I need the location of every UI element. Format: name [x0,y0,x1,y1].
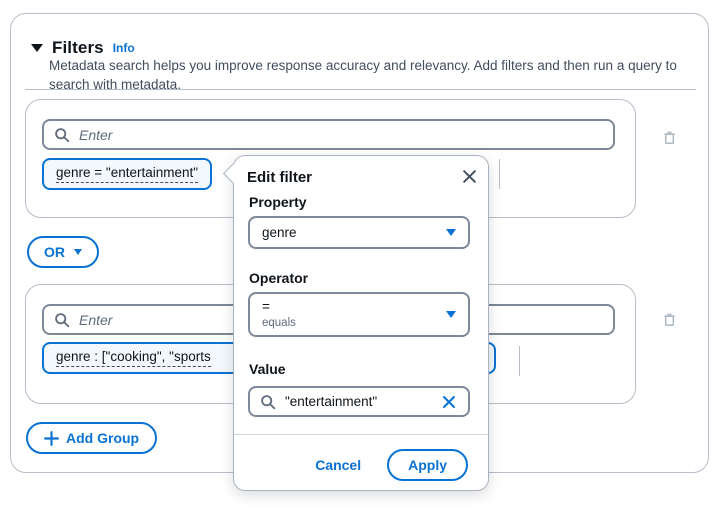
caret-down-icon [446,229,456,236]
close-icon[interactable] [456,163,482,189]
filters-header: Filters Info [31,38,135,58]
popover-title: Edit filter [247,169,313,186]
or-operator-button[interactable]: OR [27,236,99,268]
caret-down-icon [74,249,82,255]
or-operator-label: OR [44,244,65,260]
x-glyph [462,169,476,183]
trash-icon [663,313,675,326]
edit-filter-popover: Edit filter Property genre Operator = eq… [222,155,489,491]
search-icon [55,127,70,142]
operator-description: equals [262,316,296,329]
section-description: Metadata search helps you improve respon… [49,58,677,92]
value-input[interactable] [285,394,431,409]
add-group-button[interactable]: Add Group [26,422,158,454]
token-separator [499,159,500,189]
operator-label: Operator [249,270,309,286]
add-group-label: Add Group [66,430,140,446]
search-icon [55,312,70,327]
remove-group2-button[interactable] [656,306,682,332]
cancel-button[interactable]: Cancel [315,457,362,473]
token-separator [519,346,520,376]
header-divider [25,89,696,90]
collapse-triangle-icon[interactable] [31,44,43,52]
remove-group1-button[interactable] [656,124,682,150]
operator-selected-value: = [262,298,270,314]
group1-search-input[interactable] [79,126,603,143]
value-field[interactable] [248,386,470,417]
plus-icon [44,430,59,446]
info-link[interactable]: Info [112,41,135,55]
clear-value-icon[interactable] [440,393,458,411]
operator-select[interactable]: = equals [248,292,470,337]
group1-filter-search-field[interactable] [42,119,615,150]
x-glyph [443,395,455,408]
filter-token-label: genre : ["cooking", "sports [56,349,211,367]
apply-button-label: Apply [408,457,447,473]
property-label: Property [249,194,307,210]
property-select[interactable]: genre [248,216,470,249]
filter-token-group1[interactable]: genre = "entertainment" [42,158,213,190]
caret-down-icon [446,311,456,318]
search-icon [261,394,276,409]
filter-token-label: genre = "entertainment" [56,165,199,183]
trash-icon [663,131,675,144]
section-title: Filters [52,38,104,57]
popover-footer-divider [234,434,488,435]
apply-button[interactable]: Apply [387,449,468,481]
popover-footer: Cancel Apply [234,444,468,486]
property-selected-value: genre [262,225,297,240]
value-label: Value [249,361,286,377]
